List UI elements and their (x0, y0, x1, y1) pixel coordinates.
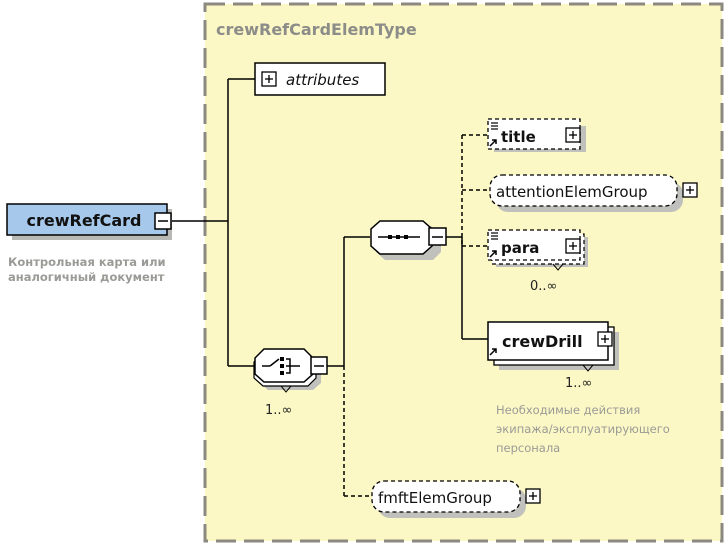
group-attention-name: attentionElemGroup (496, 183, 648, 201)
expand-icon[interactable] (565, 127, 581, 143)
element-para[interactable]: para 0..∞ (487, 229, 588, 294)
crew-drill-cardinality: 1..∞ (565, 376, 592, 391)
complex-type-name: crewRefCardElemType (216, 20, 417, 39)
choice-cardinality: 1..∞ (265, 403, 292, 418)
expand-icon[interactable] (597, 331, 613, 347)
group-fmft-name: fmftElemGroup (378, 489, 492, 507)
collapse-icon[interactable] (428, 227, 447, 246)
expand-icon[interactable] (525, 488, 541, 504)
root-element[interactable]: crewRefCard Контрольная карта или аналог… (6, 203, 172, 284)
sequence-icon (378, 235, 420, 239)
element-title[interactable]: title (487, 118, 586, 152)
choice-compositor[interactable]: 1..∞ (253, 348, 328, 418)
crew-drill-description-line2: экипажа/эксплуатирующего (496, 422, 670, 436)
choice-icon (262, 357, 300, 375)
expand-icon[interactable] (261, 71, 277, 87)
reference-arrow-icon (489, 250, 497, 258)
element-para-name: para (501, 239, 539, 257)
root-element-name: crewRefCard (26, 211, 141, 230)
collapse-icon[interactable] (154, 212, 172, 230)
para-cardinality: 0..∞ (530, 279, 557, 294)
content-model-icon (491, 232, 498, 240)
optional-connectors (343, 134, 490, 497)
crew-drill-description-line3: персонала (496, 441, 560, 455)
reference-arrow-icon (489, 139, 497, 147)
group-attention-elem-group[interactable]: attentionElemGroup (489, 174, 698, 212)
group-fmft-elem-group[interactable]: fmftElemGroup (371, 480, 541, 518)
element-crew-drill-name: crewDrill (502, 332, 583, 351)
reference-arrow-icon (489, 348, 497, 356)
root-description-line2: аналогичный документ (8, 270, 165, 284)
root-description-line1: Контрольная карта или (8, 255, 166, 269)
expand-icon[interactable] (682, 182, 698, 198)
content-model-icon (491, 122, 498, 130)
element-crew-drill[interactable]: crewDrill 1..∞ Необходимые действия экип… (487, 321, 670, 455)
crew-drill-description-line1: Необходимые действия (496, 403, 640, 417)
attributes-label: attributes (286, 71, 359, 89)
collapse-icon[interactable] (310, 356, 328, 375)
connectors (172, 78, 488, 367)
element-title-name: title (501, 128, 536, 146)
expand-icon[interactable] (565, 238, 581, 254)
attributes-node[interactable]: attributes (254, 62, 386, 96)
sequence-compositor[interactable] (370, 220, 447, 260)
